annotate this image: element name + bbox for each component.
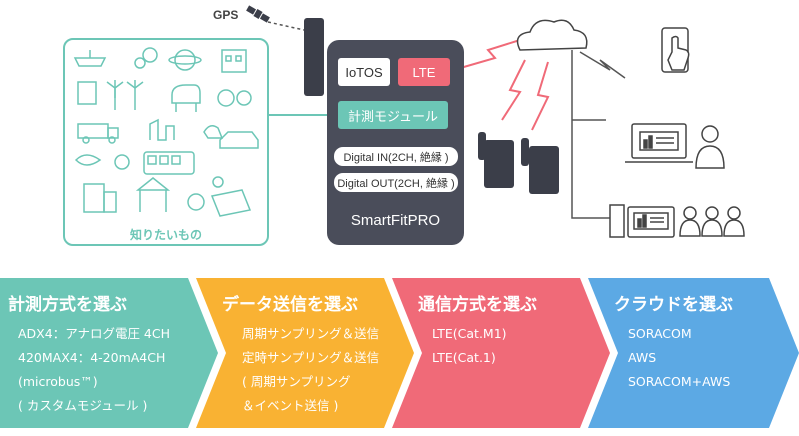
cloud-icon	[516, 19, 588, 51]
step-items: SORACOM AWS SORACOM+AWS	[628, 322, 730, 394]
smartphone-icon	[661, 27, 690, 73]
step-data-transmission: データ送信を選ぶ 周期サンプリング＆送信 定時サンプリング＆送信 ( 周期サンプ…	[196, 278, 414, 428]
things-to-know-illustrations	[73, 47, 259, 217]
step-item: SORACOM+AWS	[628, 374, 731, 389]
iotos-chip: IoTOS	[338, 58, 390, 86]
connection-lines	[73, 5, 745, 238]
gateway-antenna-1	[478, 132, 486, 160]
gateway-device-1	[484, 140, 514, 188]
system-diagram: 知りたいもの GPS IoTOS LTE 計測モジュール Digital IN(…	[63, 5, 745, 246]
step-item: LTE(Cat.1)	[432, 350, 496, 365]
step-cloud: クラウドを選ぶ SORACOM AWS SORACOM+AWS	[588, 278, 799, 428]
step-item: ( 周期サンプリング	[242, 374, 351, 389]
step-item: LTE(Cat.M1)	[432, 326, 507, 341]
people-group-icon	[679, 206, 745, 237]
step-title: データ送信を選ぶ	[222, 295, 358, 315]
desktop-icon	[609, 204, 675, 238]
steps-banner: 計測方式を選ぶ ADX4：アナログ電圧 4CH 420MAX4：4-20mA4C…	[0, 278, 799, 428]
gps-label: GPS	[213, 8, 239, 22]
satellite-icon	[246, 5, 270, 23]
antenna	[304, 18, 324, 96]
step-item: 周期サンプリング＆送信	[242, 326, 380, 341]
gateway-device-2	[529, 146, 559, 194]
things-to-know-label: 知りたいもの	[129, 228, 202, 242]
lte-chip: LTE	[398, 58, 450, 86]
step-item: ADX4：アナログ電圧 4CH	[18, 326, 170, 341]
step-items: LTE(Cat.M1) LTE(Cat.1)	[432, 322, 507, 370]
digital-out-chip: Digital OUT(2CH, 絶縁 )	[334, 173, 458, 192]
person-icon	[695, 125, 725, 169]
step-items: 周期サンプリング＆送信 定時サンプリング＆送信 ( 周期サンプリング ＆イベント…	[242, 322, 379, 418]
step-title: クラウドを選ぶ	[614, 295, 733, 315]
gateway-antenna-2	[521, 138, 529, 166]
things-to-know-box	[63, 38, 269, 246]
step-item: AWS	[628, 350, 657, 365]
step-title: 通信方式を選ぶ	[418, 295, 537, 315]
step-items: ADX4：アナログ電圧 4CH 420MAX4：4-20mA4CH (micro…	[18, 322, 170, 418]
step-title: 計測方式を選ぶ	[8, 295, 127, 315]
step-item: SORACOM	[628, 326, 692, 341]
measurement-module-chip: 計測モジュール	[338, 101, 448, 129]
step-item: ＆イベント送信 )	[242, 398, 339, 413]
step-measurement: 計測方式を選ぶ ADX4：アナログ電圧 4CH 420MAX4：4-20mA4C…	[0, 278, 218, 428]
step-item: (microbus™)	[18, 374, 98, 389]
step-item: 420MAX4：4-20mA4CH	[18, 350, 166, 365]
step-communication: 通信方式を選ぶ LTE(Cat.M1) LTE(Cat.1)	[392, 278, 610, 428]
device-name: SmartFitPRO	[350, 212, 441, 229]
digital-in-chip: Digital IN(2CH, 絶縁 )	[334, 147, 458, 166]
step-item: ( カスタムモジュール )	[18, 398, 148, 413]
step-item: 定時サンプリング＆送信	[242, 350, 380, 365]
laptop-icon	[625, 123, 693, 163]
